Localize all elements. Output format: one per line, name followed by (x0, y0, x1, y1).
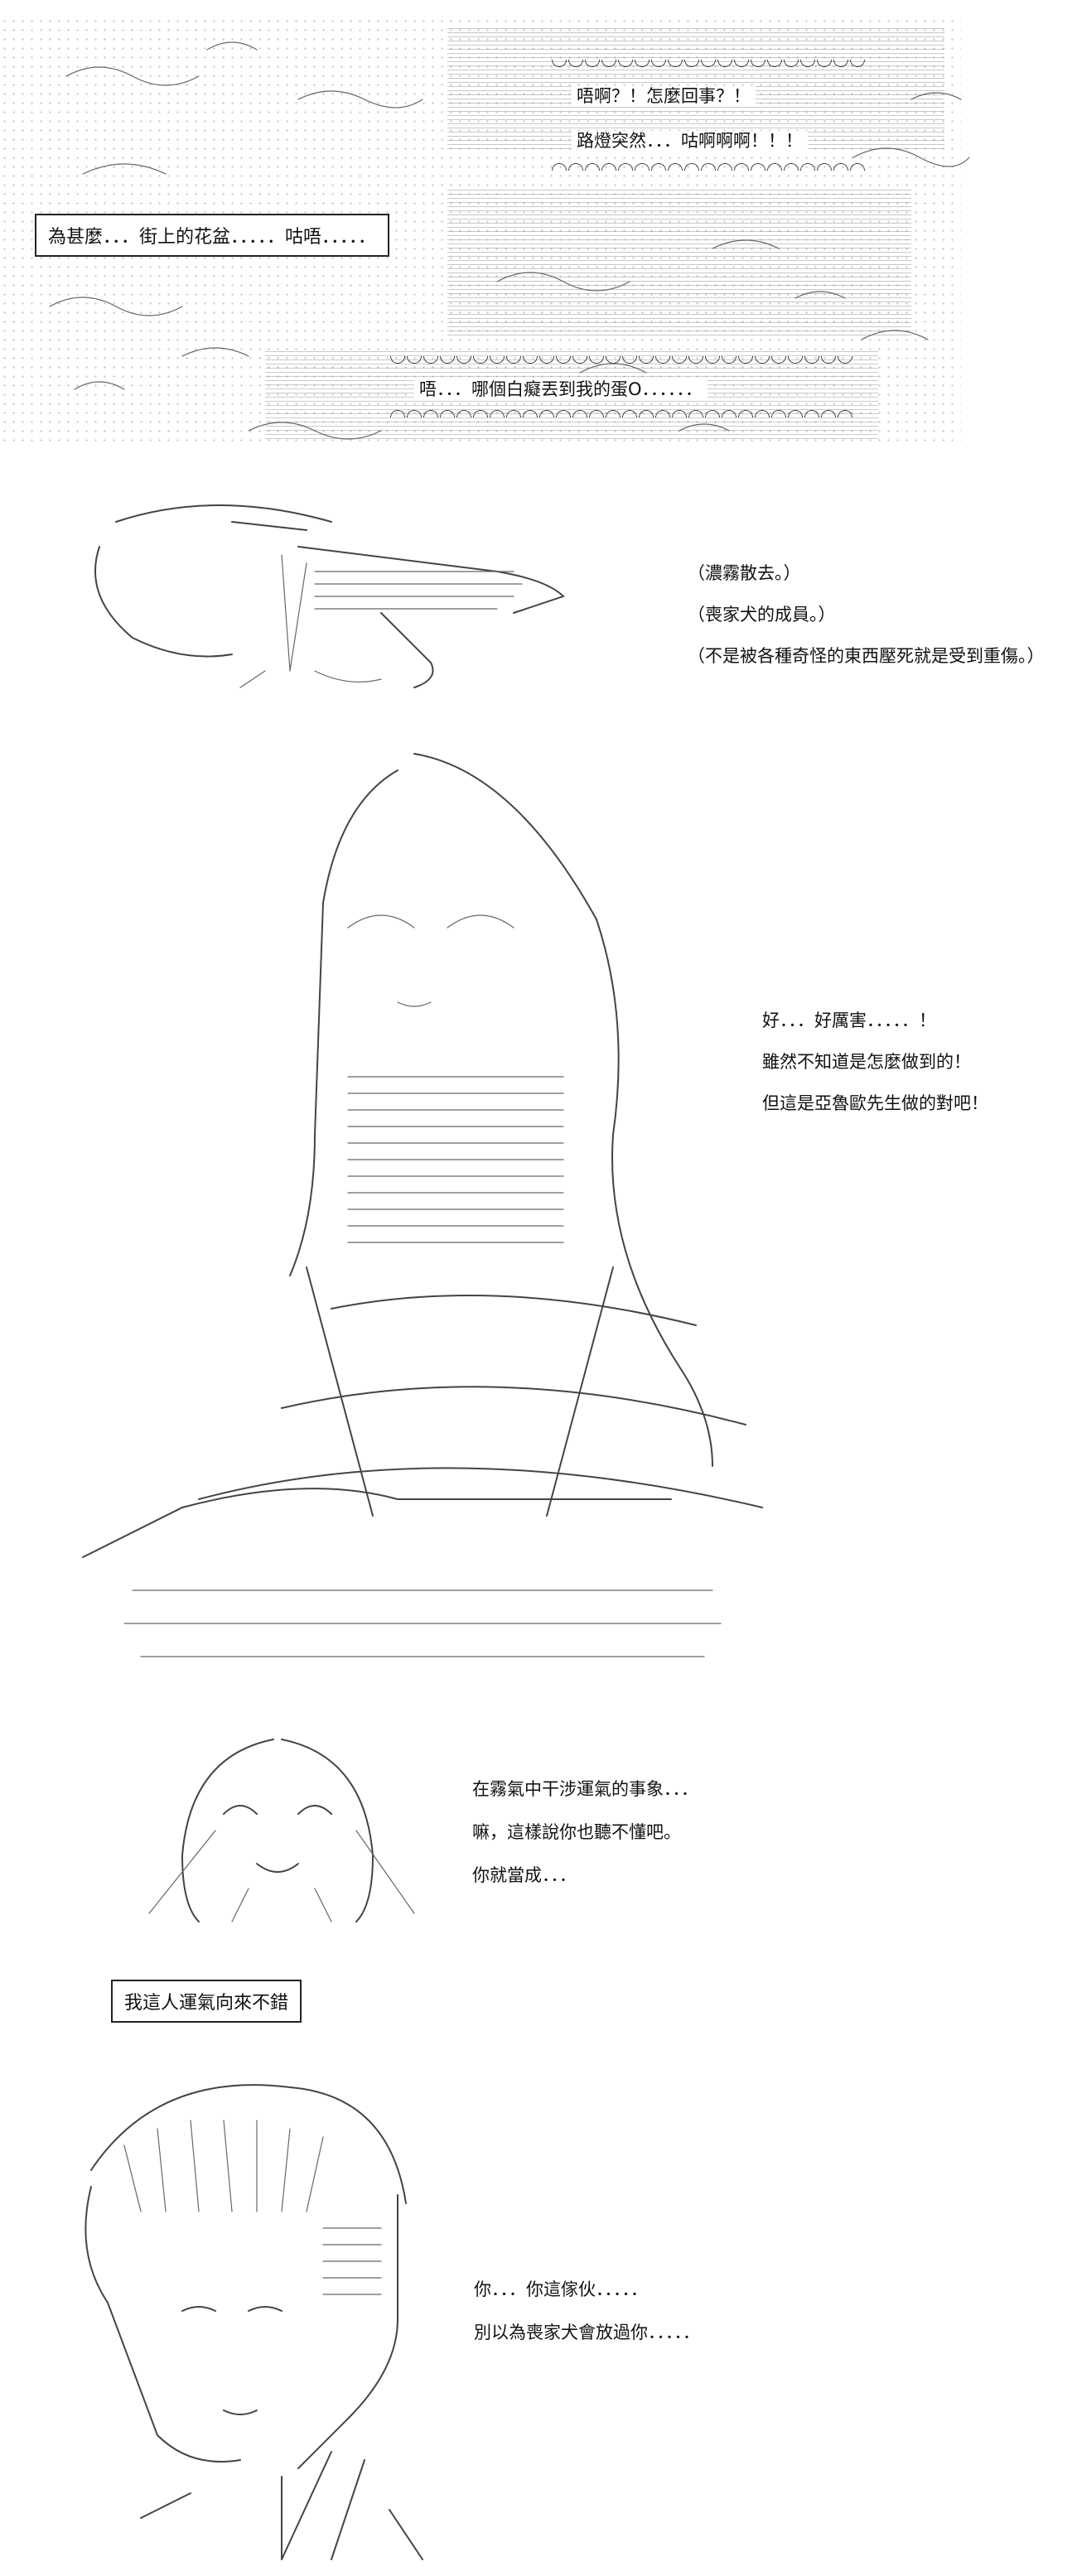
narration-line-3: （不是被各種奇怪的東西壓死就是受到重傷。） (688, 646, 1045, 666)
panel-yaruo: 在霧氣中干涉運氣的事象．．． 嘛，這樣說你也聽不懂吧。 你就當成．．． 我這人運… (0, 1706, 1077, 2038)
caption-box-luck: 我這人運氣向來不錯 (111, 1980, 302, 2023)
dialogue-girl-line-2: 雖然不知道是怎麼做到的！ (762, 1052, 971, 1072)
bubble-top-line-1: 唔啊？！怎麼回事？！ (572, 86, 756, 107)
narration-line-1: （濃霧散去。） (688, 563, 801, 583)
dialogue-girl-line-3: 但這是亞魯歐先生做的對吧！ (762, 1093, 988, 1113)
caption-box-flowerpot: 為甚麼．．．街上的花盆．．．．．咕唔．．．．． (35, 214, 390, 257)
panel-fallen-member: （濃霧散去。） （喪家犬的成員。） （不是被各種奇怪的東西壓死就是受到重傷。） (0, 472, 1077, 721)
dialogue-girl-line-1: 好．．．好厲害．．．．．！ (762, 1011, 936, 1030)
dialogue-man-line-2: 別以為喪家犬會放過你．．．．． (474, 2323, 700, 2342)
bubble-top-scallop (551, 60, 866, 71)
bubble-bottom-scallop (389, 356, 853, 368)
yaruo-drawing (148, 1739, 415, 1922)
dialogue-yaruo-line-1: 在霧氣中干涉運氣的事象．．． (472, 1779, 698, 1799)
fallen-figure-drawing (94, 504, 565, 688)
dialogue-man-line-1: 你．．．你這傢伙．．．．． (474, 2279, 648, 2299)
dialogue-yaruo-line-2: 嘛，這樣說你也聽不懂吧。 (472, 1822, 681, 1842)
narration-line-2: （喪家犬的成員。） (688, 605, 836, 625)
panel-fog-street: 唔啊？！怎麼回事？！ 路燈突然．．．咕啊啊啊！！！ 為甚麼．．．街上的花盆．．．… (0, 0, 1077, 464)
panel-long-hair-girl: 好．．．好厲害．．．．．！ 雖然不知道是怎麼做到的！ 但這是亞魯歐先生做的對吧！ (0, 729, 1077, 1673)
panel-angry-man: 你．．．你這傢伙．．．．． 別以為喪家犬會放過你．．．．． (0, 2062, 1077, 2576)
angry-man-drawing (85, 2084, 423, 2560)
fog-hatch-middle (447, 186, 911, 335)
bubble-bottom-line: 唔．．．哪個白癡丟到我的蛋O．．．．．． (414, 379, 708, 400)
girl-figure-drawing (82, 753, 763, 1657)
bubble-top-line-2: 路燈突然．．．咕啊啊啊！！！ (572, 131, 808, 152)
fog-swirl-lines (49, 41, 970, 440)
dialogue-yaruo-line-3: 你就當成．．． (472, 1865, 577, 1885)
